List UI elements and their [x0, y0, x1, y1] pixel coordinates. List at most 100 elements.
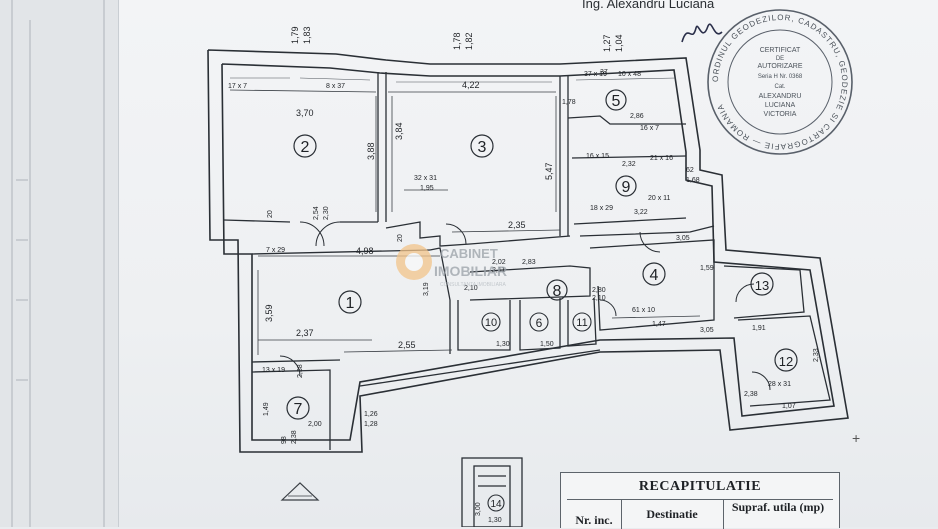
dim-20x11: 20 x 11	[648, 195, 671, 202]
top-dim-1b: 1,83	[302, 26, 312, 44]
dim-238: 2,38	[297, 364, 304, 378]
dim-384: 3,84	[394, 122, 404, 140]
dim-300: 3,00	[475, 502, 482, 516]
dim-202: 2,02	[492, 259, 506, 266]
dim-10x48: 10 x 48	[618, 71, 641, 78]
top-dimension-labels: 1,79 1,83 1,78 1,82 1,27 1,04	[290, 26, 624, 52]
room-9-label: 9	[622, 179, 631, 196]
dim-232: 2,32	[622, 161, 636, 168]
dim-7x29: 7 x 29	[266, 247, 285, 254]
watermark-logo: CABINET IMOBILIAR CONSULTANTA IMOBILIARA	[396, 244, 507, 288]
dim-98: 98	[281, 436, 288, 444]
room-3-marker: 3	[470, 134, 494, 158]
room-5-label: 5	[612, 93, 621, 110]
dim-547: 5,47	[544, 162, 554, 180]
dim-210b: 2,10	[592, 295, 606, 302]
dim-178: 1,78	[562, 99, 576, 106]
dim-159: 1,59	[700, 265, 714, 272]
room-2-label: 2	[301, 139, 310, 156]
adjacent-page-strip	[0, 0, 119, 527]
top-dim-3b: 1,04	[614, 34, 624, 52]
room-7-label: 7	[294, 401, 303, 418]
dim-126: 1,26	[364, 411, 378, 418]
dim-8x37: 8 x 37	[326, 83, 345, 90]
stamp-ring-text: ORDINUL GEODEZILOR, CADASTRU, GEODEZIE S…	[711, 13, 848, 151]
dim-255: 2,55	[398, 340, 416, 350]
dim-16x15: 16 x 15	[586, 153, 609, 160]
room-5-marker: 5	[605, 89, 627, 111]
room-14-marker: 14	[487, 494, 505, 512]
dim-238b: 2,38	[291, 430, 298, 444]
dim-498: 4,98	[356, 246, 374, 256]
dim-32x31: 32 x 31	[414, 175, 437, 182]
dim-238c: 2,38	[744, 391, 758, 398]
dim-230: 2,30	[323, 206, 330, 220]
outer-walls	[207, 49, 849, 453]
stamp-line-7: LUCIANA	[765, 102, 796, 109]
stamp-line-2: DE	[776, 56, 784, 62]
dim-210: 2,10	[464, 285, 478, 292]
dim-191: 1,91	[752, 325, 766, 332]
dim-280: 2,80	[592, 287, 606, 294]
stamp-line-8: VICTORIA	[764, 111, 797, 118]
room-1-label: 1	[346, 295, 355, 312]
col-nr-inc: Nr. inc.	[567, 500, 622, 529]
dim-16x7: 16 x 7	[640, 125, 659, 132]
left-strip-lines	[11, 0, 105, 527]
dim-149: 1,49	[263, 402, 270, 416]
dim-195: 1,95	[420, 185, 434, 192]
room-13-marker: 13	[750, 272, 774, 296]
dimension-labels: 17 x 7 8 x 37 3,70 3,88 4,22 3,84 5,47 3…	[228, 69, 820, 524]
room-10-marker: 10	[481, 312, 501, 332]
dim-13x19: 13 x 19	[262, 367, 285, 374]
door-swings	[279, 221, 771, 391]
dim-150: 1,50	[540, 341, 554, 348]
room-4-label: 4	[650, 267, 659, 284]
dim-359: 3,59	[264, 304, 274, 322]
svg-text:ORDINUL GEODEZILOR, CADASTRU,: ORDINUL GEODEZILOR, CADASTRU, GEODEZIE S…	[711, 13, 849, 151]
recap-header-row: Nr. inc. Destinatie Supraf. utila (mp)	[567, 499, 833, 529]
room-8-label: 8	[553, 283, 562, 300]
top-dim-2b: 1,82	[464, 32, 474, 50]
stamp-line-6: ALEXANDRU	[759, 93, 802, 100]
dim-62: 62	[686, 167, 694, 174]
dim-200: 2,00	[308, 421, 322, 428]
room-14-label: 14	[490, 499, 502, 510]
col-destinatie: Destinatie	[621, 500, 724, 529]
room-9-marker: 9	[615, 175, 637, 197]
engineer-name: Ing. Alexandru Luciana	[582, 0, 715, 11]
dim-322: 3,22	[634, 209, 648, 216]
dim-61x10: 61 x 10	[632, 307, 655, 314]
stair-box	[461, 457, 523, 527]
room-4-marker: 4	[642, 262, 666, 286]
dim-18x29: 18 x 29	[590, 205, 613, 212]
room-11-label: 11	[576, 317, 587, 329]
dim-305b: 3,05	[700, 327, 714, 334]
stamp-line-5: Cat.	[774, 84, 785, 90]
stamp-line-3: AUTORIZARE	[758, 63, 803, 70]
watermark-line1: CABINET	[440, 246, 498, 261]
dim-422: 4,22	[462, 80, 480, 90]
room-6-label: 6	[536, 316, 543, 330]
dim-147: 1,47	[652, 321, 666, 328]
dim-235: 2,35	[508, 220, 526, 230]
dim-20b: 20	[397, 234, 404, 242]
watermark-line2: IMOBILIAR	[434, 263, 507, 279]
dim-168: 1,68	[686, 177, 700, 184]
dim-254: 2,54	[313, 206, 320, 220]
dim-319: 3,19	[423, 282, 430, 296]
dim-107: 1,07	[782, 403, 796, 410]
dim-37: 37	[600, 69, 608, 76]
top-dim-2a: 1,78	[452, 32, 462, 50]
crosshair-icon: +	[852, 430, 861, 446]
room-13-label: 13	[755, 278, 769, 293]
dim-237: 2,37	[296, 328, 314, 338]
room-12-label: 12	[779, 354, 793, 369]
room-10-label: 10	[485, 317, 497, 329]
recap-table: RECAPITULATIE Nr. inc. Destinatie Supraf…	[560, 472, 840, 529]
north-arrow-icon	[280, 482, 320, 501]
room-7-marker: 7	[286, 396, 310, 420]
top-dim-3a: 1,27	[602, 34, 612, 52]
dim-28x31: 28 x 31	[768, 381, 791, 388]
